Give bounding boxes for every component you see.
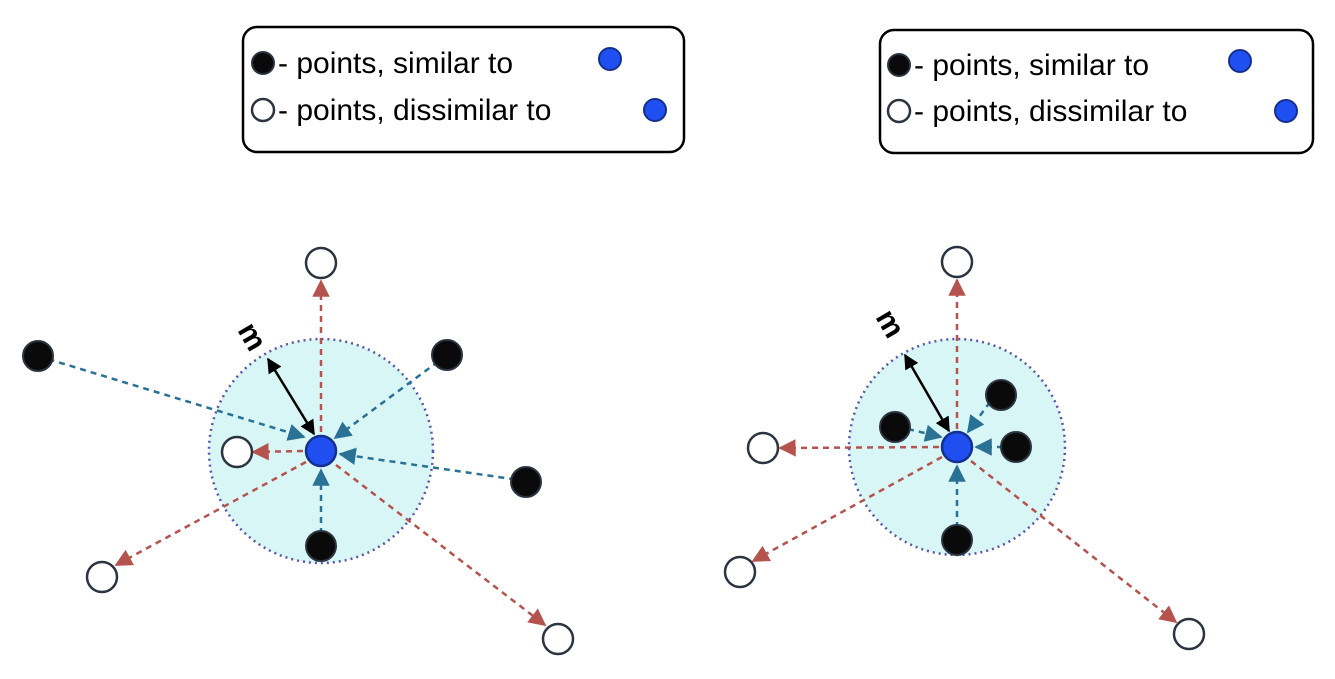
legend-frame [878, 28, 1315, 155]
dissimilar-point [723, 555, 757, 589]
legend-dissimilar-label: - points, dissimilar to [278, 94, 551, 127]
anchor-point-icon [1274, 99, 1298, 123]
margin-label: m [869, 304, 911, 344]
margin-arrow [903, 353, 951, 433]
panel-right: - points, similar to - points, dissimila… [723, 28, 1315, 651]
similar-point [1000, 431, 1032, 463]
legend-box-right: - points, similar to - points, dissimila… [878, 28, 1315, 155]
dissimilar-point [541, 622, 575, 656]
legend-similar-label: - points, similar to [914, 49, 1149, 82]
dissimilar-point [85, 560, 119, 594]
similar-point-icon [251, 51, 275, 75]
anchor-point-icon [1228, 49, 1252, 73]
dissimilar-point-icon [250, 97, 276, 123]
anchor-point [304, 434, 338, 468]
legend-similar-label: - points, similar to [278, 47, 513, 80]
pull-arrow [333, 353, 448, 440]
panel-left: - points, similar to - points, dissimila… [22, 25, 686, 656]
push-arrow [114, 460, 307, 567]
anchor-point-icon [643, 98, 667, 122]
dissimilar-point [746, 431, 780, 465]
push-arrow [251, 442, 304, 461]
similar-point [305, 530, 337, 562]
legend-box-left: - points, similar to - points, dissimila… [241, 25, 686, 154]
anchor-point [940, 430, 974, 464]
push-arrow [751, 455, 943, 563]
push-arrow [778, 439, 940, 457]
dissimilar-point [304, 246, 338, 280]
similar-point [431, 339, 463, 371]
dissimilar-point-icon [886, 98, 912, 124]
dissimilar-point [220, 435, 254, 469]
legend-dissimilar-label: - points, dissimilar to [914, 95, 1187, 128]
dissimilar-point [1172, 617, 1206, 651]
similar-point [941, 524, 973, 556]
margin-arrow [266, 357, 316, 436]
legend-frame [241, 25, 686, 154]
margin-label: m [231, 317, 273, 357]
anchor-point-icon [598, 47, 622, 71]
similar-point [985, 379, 1017, 411]
similar-point [879, 411, 911, 443]
pull-arrow [338, 447, 527, 483]
similar-point [510, 466, 542, 498]
similar-point [22, 340, 54, 372]
pull-arrow [37, 354, 306, 441]
similar-point-icon [887, 53, 911, 77]
dissimilar-point [940, 245, 974, 279]
